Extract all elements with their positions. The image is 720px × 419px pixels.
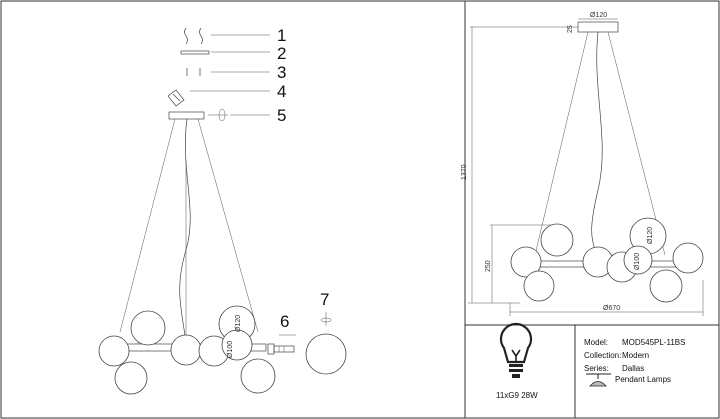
part-hooks — [184, 27, 270, 45]
series-label: Series: — [584, 364, 609, 373]
exploded-view: Ø120 Ø100 1 2 3 4 5 6 7 — [98, 26, 347, 395]
dim-overall-height: 1370 — [461, 164, 468, 180]
dim-overall-width: Ø670 — [603, 305, 620, 312]
suspension-wires — [119, 118, 259, 344]
part-terminal-block — [167, 89, 270, 107]
dim-canopy-height: 25 — [567, 25, 574, 33]
globes-right-view — [510, 217, 704, 303]
collection-value: Modern — [622, 351, 649, 360]
callout-4: 4 — [277, 82, 286, 101]
model-value: MOD545PL-11BS — [622, 338, 685, 347]
right-canopy — [577, 21, 619, 33]
pendant-lamp-icon — [586, 373, 611, 387]
callout-2: 2 — [277, 44, 286, 63]
callout-5: 5 — [277, 106, 286, 125]
collection-label: Collection: — [584, 351, 621, 360]
right-globe-dim-small: Ø100 — [634, 253, 641, 270]
globes-left-view — [98, 305, 276, 395]
left-globe-dim-small: Ø100 — [227, 341, 234, 358]
left-globe-dim-large: Ø120 — [235, 315, 242, 332]
callout-1: 1 — [277, 26, 286, 45]
dim-canopy-diameter: Ø120 — [590, 12, 607, 19]
callout-7: 7 — [320, 290, 329, 309]
callout-3: 3 — [277, 63, 286, 82]
model-label: Model: — [584, 338, 608, 347]
part-bulb-socket — [267, 334, 296, 355]
dim-body-height: 250 — [485, 260, 492, 272]
title-block: 11xG9 28W Model: MOD545PL-11BS Collectio… — [465, 322, 719, 418]
bulb-icon — [499, 322, 533, 378]
bulb-spec: 11xG9 28W — [496, 391, 538, 400]
part-mounting-bracket — [180, 50, 270, 55]
dimensioned-view: Ø120 25 1370 250 Ø120 Ø100 — [461, 12, 704, 316]
right-globe-dim-large: Ø120 — [647, 227, 654, 244]
part-glass-globe — [305, 312, 347, 375]
lamp-type: Pendant Lamps — [615, 375, 671, 384]
part-screws — [186, 68, 270, 76]
part-canopy — [168, 108, 270, 122]
callout-6: 6 — [280, 312, 289, 331]
series-value: Dallas — [622, 364, 644, 373]
